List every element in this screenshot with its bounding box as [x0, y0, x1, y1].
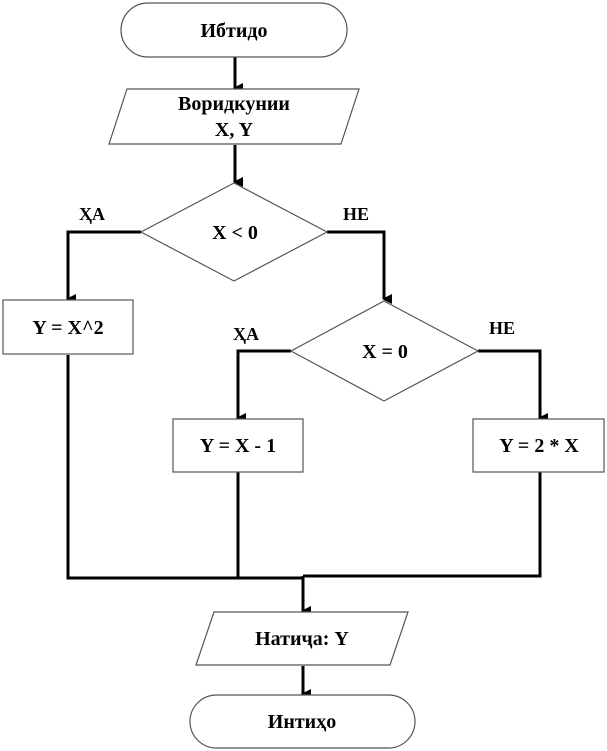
input-label-line1: Воридкунии	[178, 93, 290, 115]
start-terminator: Ибтидо	[120, 2, 348, 58]
decision-x-equals-zero: X = 0	[289, 300, 480, 402]
output-label: Натиҷа: Y	[255, 628, 349, 650]
process-y-equals-x-minus-one: Y = X - 1	[172, 418, 304, 473]
cond1-no-label: НЕ	[343, 204, 369, 224]
process-y-equals-x-squared: Y = X^2	[2, 299, 134, 355]
edge-cond2-no-to-proc3	[478, 349, 548, 423]
cond2-no-label: НЕ	[489, 318, 515, 338]
edge-proc1-to-merge	[66, 355, 303, 580]
decision1-label: X < 0	[212, 222, 258, 244]
end-terminator: Интиҳо	[189, 694, 416, 749]
process1-label: Y = X^2	[32, 317, 103, 339]
process3-label: Y = 2 * X	[499, 435, 579, 457]
input-label-line2: X, Y	[215, 119, 254, 141]
start-label: Ибтидо	[200, 20, 267, 42]
end-label: Интиҳо	[268, 711, 336, 733]
input-parallelogram: Воридкунии X, Y	[108, 88, 360, 145]
connectors	[66, 57, 548, 699]
edge-proc3-to-merge	[303, 472, 542, 578]
output-parallelogram: Натиҷа: Y	[195, 611, 409, 666]
edge-cond1-no-to-cond2	[327, 230, 392, 304]
edge-cond2-yes-to-proc2	[236, 349, 291, 423]
decision-x-less-than-zero: X < 0	[139, 182, 329, 282]
edge-cond1-yes-to-proc1	[66, 230, 141, 304]
process2-label: Y = X - 1	[200, 435, 276, 457]
process-y-equals-two-times-x: Y = 2 * X	[472, 418, 605, 473]
cond1-yes-label: ҲА	[79, 204, 105, 224]
cond2-yes-label: ҲА	[233, 324, 259, 344]
decision2-label: X = 0	[362, 341, 408, 363]
